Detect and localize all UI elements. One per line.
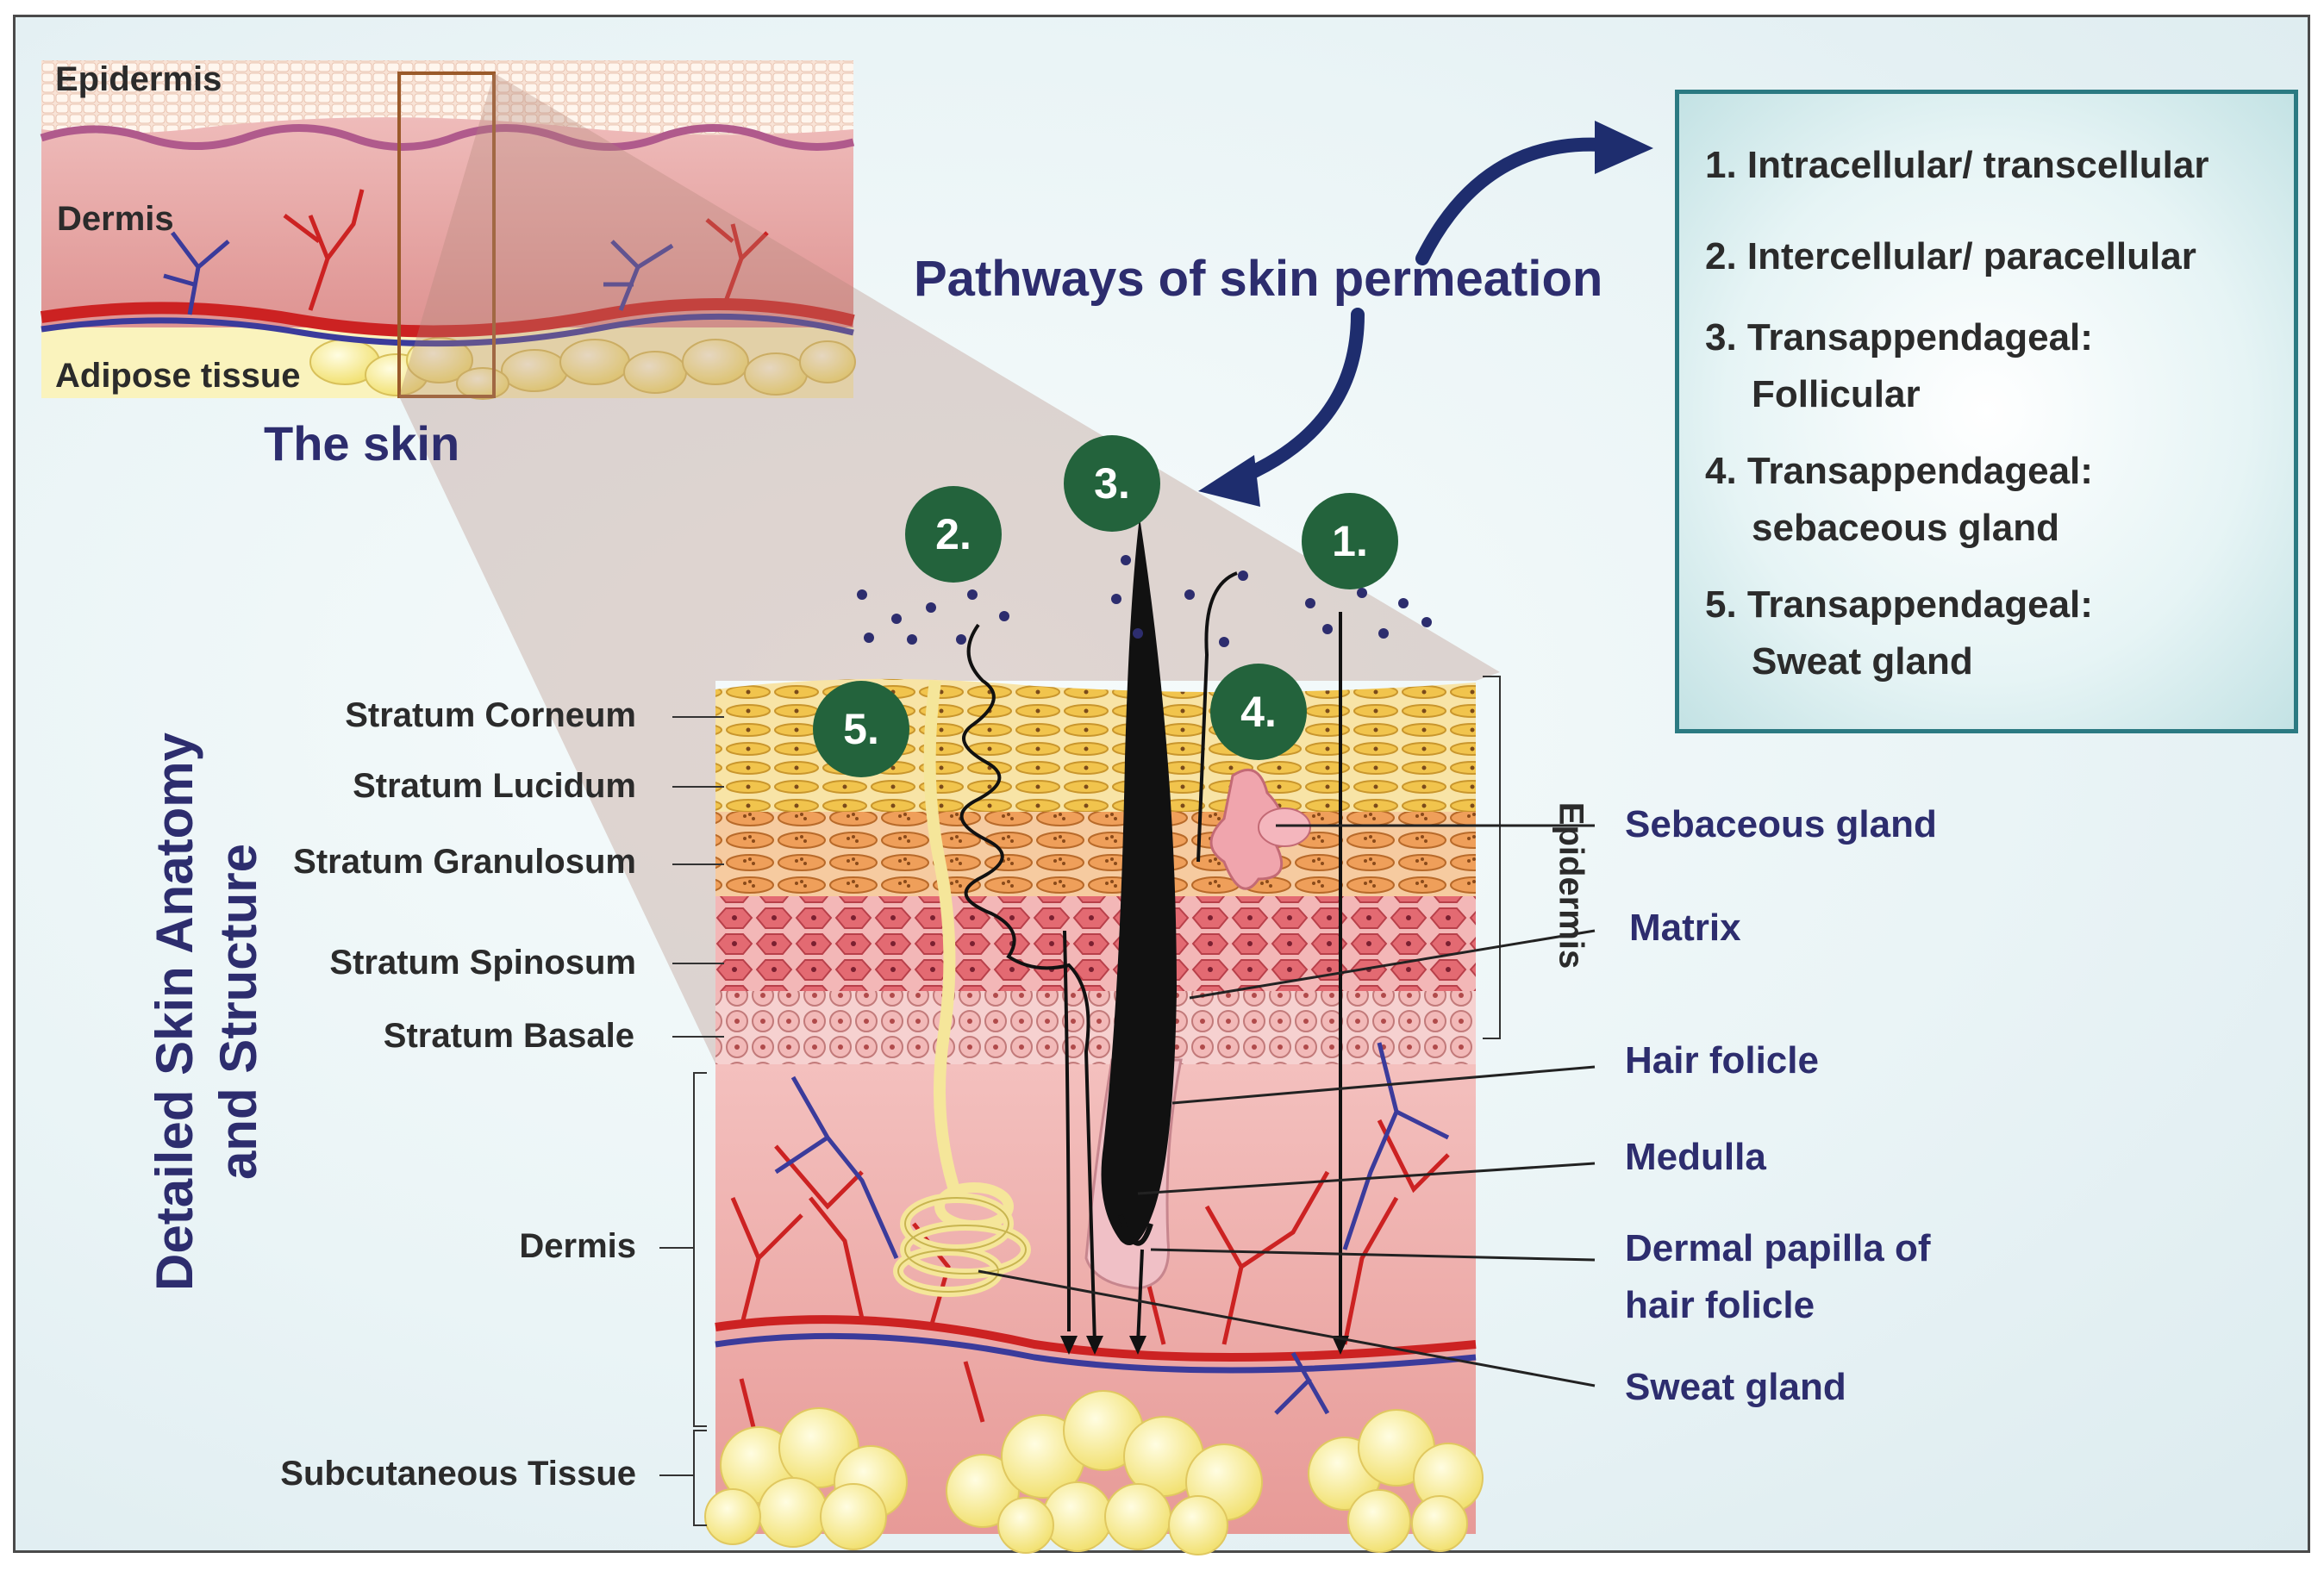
legend-item-1-text: 1. Intracellular/ transcellular xyxy=(1705,144,2209,186)
badge-pathway-3: 3. xyxy=(1064,435,1160,532)
pathway-5-line xyxy=(1136,1249,1144,1345)
hair-shaft xyxy=(1101,517,1177,1245)
skin-inset-title: The skin xyxy=(264,416,460,471)
legend-item-1: 1. Intracellular/ transcellular xyxy=(1705,137,2208,194)
legend-item-4-sub: sebaceous gland xyxy=(1752,507,2060,549)
pathway-3-line xyxy=(1063,930,1071,1332)
arrow-to-hair-head xyxy=(1198,455,1260,507)
inset-dermis-label: Dermis xyxy=(57,200,174,238)
arrow-to-legend-curve xyxy=(1415,137,1610,265)
skin-cross-section xyxy=(704,517,1484,1555)
pathways-legend: 1. Intracellular/ transcellular 2. Inter… xyxy=(1675,90,2298,733)
pathway-2-line xyxy=(959,623,1096,1345)
badge-pathway-2: 2. xyxy=(905,486,1002,583)
label-stratum-lucidum: Stratum Lucidum xyxy=(353,767,636,805)
legend-item-4: 4. Transappendageal: sebaceous gland xyxy=(1705,443,2093,557)
epidermis-bracket-label: Epidermis xyxy=(1552,801,1590,969)
pathway-4-line xyxy=(1196,571,1238,863)
inset-adipose-label: Adipose tissue xyxy=(55,357,301,395)
legend-item-5-sub: Sweat gland xyxy=(1752,640,1973,683)
label-stratum-spinosum: Stratum Spinosum xyxy=(329,944,636,982)
label-sweat-gland: Sweat gland xyxy=(1625,1366,1846,1408)
badge-pathway-4: 4. xyxy=(1210,664,1307,760)
legend-item-3-text: 3. Transappendageal: xyxy=(1705,316,2093,358)
label-dermal-papilla-line2: hair folicle xyxy=(1625,1284,1815,1326)
label-medulla: Medulla xyxy=(1625,1136,1766,1178)
inset-epidermis-label: Epidermis xyxy=(55,60,222,98)
label-subcutaneous-tissue: Subcutaneous Tissue xyxy=(280,1455,636,1493)
skin-inset xyxy=(40,60,856,400)
sebaceous-gland-shape xyxy=(1209,768,1311,890)
label-hair-folicle: Hair folicle xyxy=(1625,1039,1819,1082)
badge-pathway-5: 5. xyxy=(813,681,909,777)
legend-item-2: 2. Intercellular/ paracellular xyxy=(1705,228,2196,285)
legend-item-2-text: 2. Intercellular/ paracellular xyxy=(1705,235,2196,277)
sweat-gland-duct xyxy=(923,680,963,1200)
page-title: Pathways of skin permeation xyxy=(914,251,1603,307)
legend-item-3-sub: Follicular xyxy=(1752,373,1921,415)
legend-item-4-text: 4. Transappendageal: xyxy=(1705,450,2093,492)
label-dermal-papilla-line1: Dermal papilla of xyxy=(1625,1227,1931,1269)
label-dermis: Dermis xyxy=(519,1227,636,1265)
legend-item-3: 3. Transappendageal: Follicular xyxy=(1705,309,2093,423)
arrow-to-legend-head xyxy=(1595,121,1653,174)
badge-pathway-1: 1. xyxy=(1302,493,1398,589)
label-stratum-granulosum: Stratum Granulosum xyxy=(293,843,636,881)
label-sebaceous-gland: Sebaceous gland xyxy=(1625,803,1937,845)
arrow-to-hair-curve xyxy=(1226,308,1365,488)
legend-item-5: 5. Transappendageal: Sweat gland xyxy=(1705,577,2093,690)
label-stratum-corneum: Stratum Corneum xyxy=(345,696,636,734)
label-stratum-basale: Stratum Basale xyxy=(383,1017,634,1055)
label-matrix: Matrix xyxy=(1629,907,1741,949)
legend-item-5-text: 5. Transappendageal: xyxy=(1705,583,2093,626)
